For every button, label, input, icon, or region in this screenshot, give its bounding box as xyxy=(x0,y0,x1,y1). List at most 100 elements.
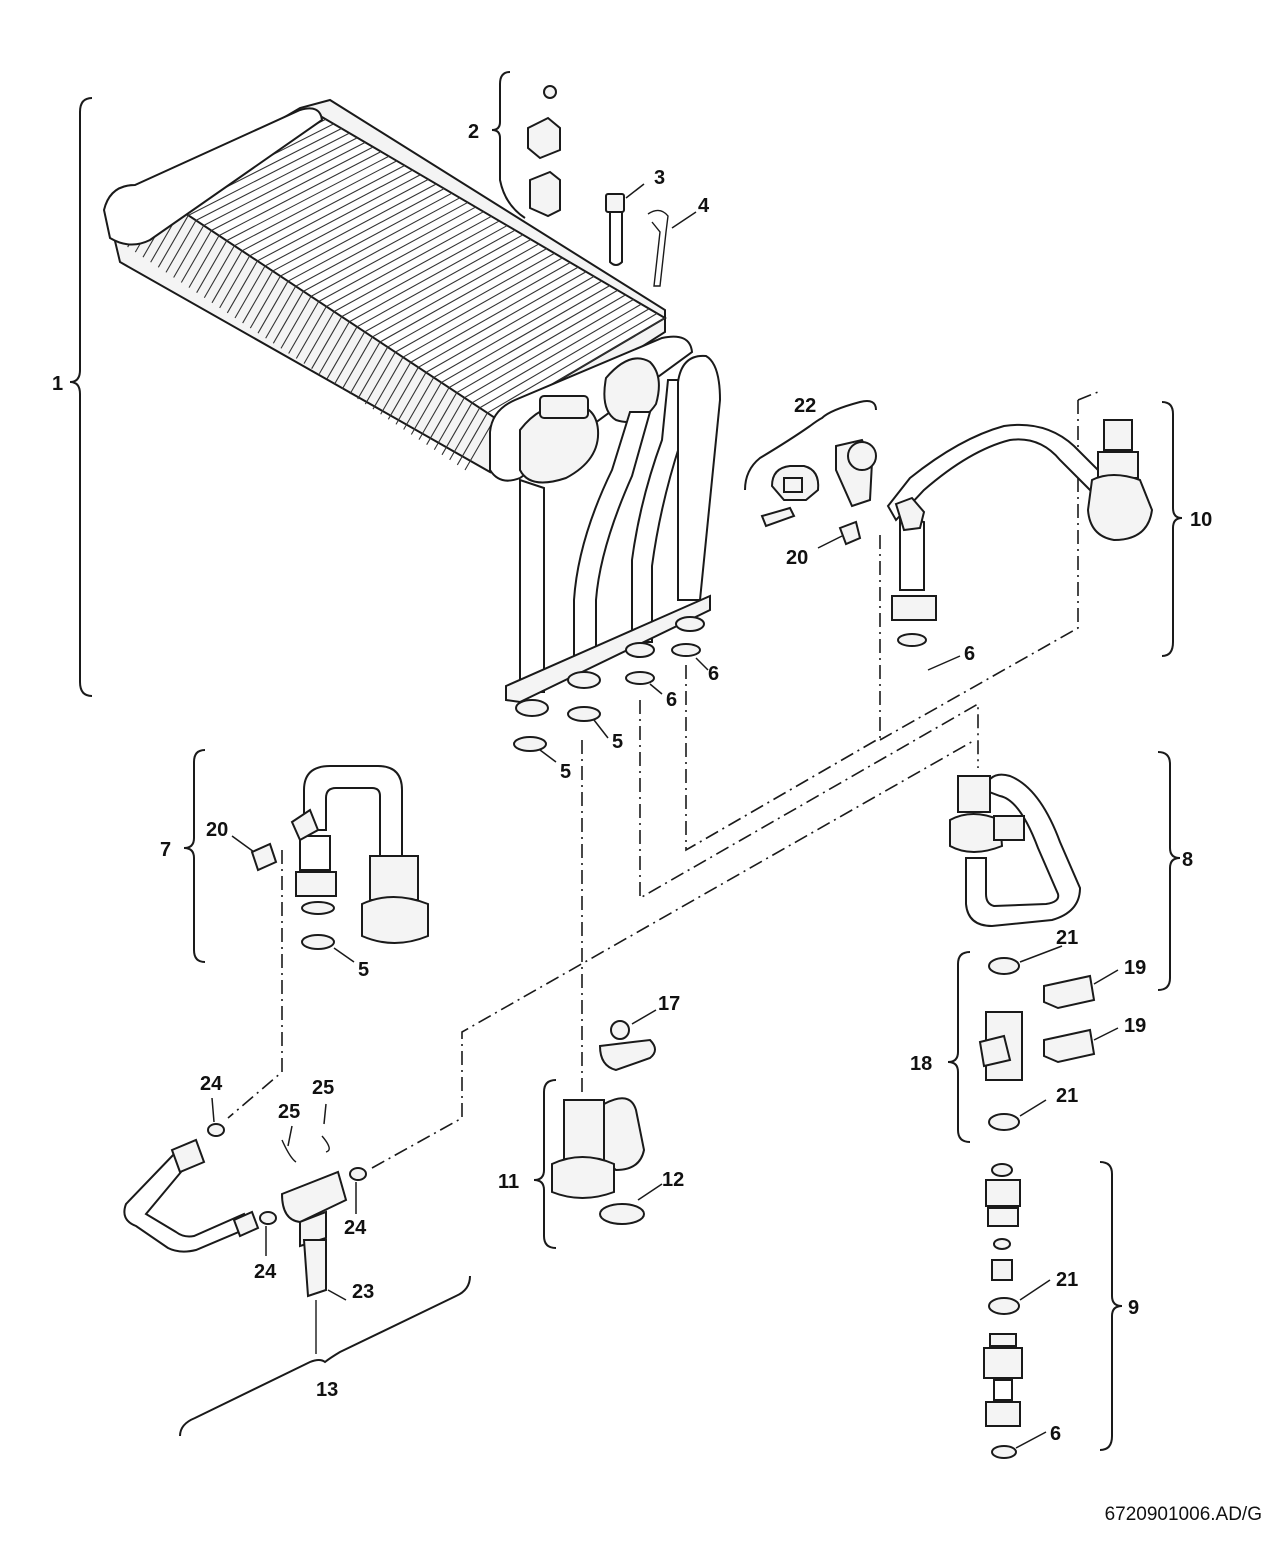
return-pipe-10 xyxy=(886,419,1154,647)
fin-line xyxy=(310,206,476,297)
flow-sensor xyxy=(605,193,625,266)
connector-stack-9 xyxy=(983,1163,1023,1459)
fin-edge xyxy=(403,377,435,430)
fin-edge xyxy=(357,346,389,400)
fin-line xyxy=(226,155,390,242)
vent-plug-20-upper xyxy=(838,520,862,546)
seals-top xyxy=(301,643,701,950)
fin-edge xyxy=(433,397,465,451)
fin-edge xyxy=(387,367,419,420)
fin-edge xyxy=(257,280,289,334)
fin-line xyxy=(410,266,579,363)
bracket-group-22 xyxy=(744,400,877,491)
callout-20-lower: 20 xyxy=(206,819,228,841)
fin-line xyxy=(295,197,461,287)
fin-line xyxy=(364,238,532,333)
fin-line xyxy=(272,183,437,272)
fin-edge xyxy=(249,275,281,329)
callout-5-b: 5 xyxy=(560,761,571,783)
callout-10: 10 xyxy=(1190,509,1212,531)
callout-21-a: 21 xyxy=(1056,927,1078,949)
fin-edge xyxy=(372,356,404,410)
fin-edge xyxy=(157,215,189,268)
fin-line xyxy=(418,271,587,368)
fin-edge xyxy=(311,316,343,369)
fin-line xyxy=(425,275,595,373)
bracket-group-2 xyxy=(491,71,526,219)
bracket-group-7 xyxy=(183,749,206,963)
fin-line xyxy=(280,188,445,277)
heat-exchanger-pipes xyxy=(505,354,722,717)
fin-edge xyxy=(188,235,220,288)
fin-line xyxy=(441,285,611,384)
spring-clip xyxy=(647,209,669,287)
valve-body-11 xyxy=(551,1020,656,1225)
fin-edge xyxy=(364,351,396,405)
fin-edge xyxy=(288,301,320,354)
fin-edge xyxy=(242,270,274,324)
callout-17: 17 xyxy=(658,993,680,1015)
callout-5-c: 5 xyxy=(358,959,369,981)
fin-edge xyxy=(265,285,297,339)
callout-2: 2 xyxy=(468,121,479,143)
callout-6-a: 6 xyxy=(708,663,719,685)
fin-line xyxy=(379,248,547,343)
fin-line xyxy=(234,160,398,247)
callout-5-a: 5 xyxy=(612,731,623,753)
fin-line xyxy=(433,280,603,378)
fin-line xyxy=(303,201,469,292)
fin-line xyxy=(341,225,508,318)
fin-edge xyxy=(203,245,235,299)
fin-line xyxy=(188,132,350,216)
drawing-number: 6720901006.AD/G xyxy=(1104,1504,1262,1525)
fin-edge xyxy=(380,361,412,415)
heat-exchanger xyxy=(102,98,694,484)
callout-11: 11 xyxy=(498,1171,519,1193)
callout-12: 12 xyxy=(662,1169,684,1191)
fin-line xyxy=(471,303,642,404)
flow-pipe-7 xyxy=(250,765,429,944)
sensor-assembly-22 xyxy=(760,438,877,528)
fin-line xyxy=(287,192,453,282)
fin-line xyxy=(487,312,658,414)
callout-18: 18 xyxy=(910,1053,932,1075)
callout-25-b: 25 xyxy=(312,1077,334,1099)
fin-line xyxy=(456,294,626,394)
callout-24-b: 24 xyxy=(344,1217,367,1239)
callout-13: 13 xyxy=(316,1379,338,1401)
fin-edge xyxy=(272,291,304,344)
fin-line xyxy=(326,215,492,308)
callout-6-bottom: 6 xyxy=(1050,1423,1061,1445)
callout-6-right: 6 xyxy=(964,643,975,665)
callout-21-c: 21 xyxy=(1056,1269,1078,1291)
fin-line xyxy=(195,137,358,221)
fin-edge xyxy=(410,382,442,435)
fin-edge xyxy=(441,402,473,456)
bracket-group-9 xyxy=(1099,1161,1123,1451)
connector-18 xyxy=(978,957,1096,1131)
fin-edge xyxy=(196,240,228,293)
fin-line xyxy=(211,146,374,232)
fin-edge xyxy=(395,372,427,425)
fin-line xyxy=(264,178,429,267)
fin-line xyxy=(448,289,618,389)
callout-21-b: 21 xyxy=(1056,1085,1078,1107)
callout-24-c: 24 xyxy=(254,1261,277,1283)
bracket-group-1 xyxy=(69,97,93,697)
fin-line xyxy=(318,211,484,302)
callout-7: 7 xyxy=(160,839,171,861)
fin-edge xyxy=(426,392,458,445)
fin-edge xyxy=(280,296,312,349)
fin-line xyxy=(249,169,413,257)
fin-edge xyxy=(349,341,381,395)
bracket-group-18 xyxy=(947,951,971,1143)
fin-line xyxy=(372,243,540,338)
callout-19-a: 19 xyxy=(1124,957,1146,979)
fin-edge xyxy=(334,331,366,385)
fin-edge xyxy=(219,255,251,309)
fin-line xyxy=(257,174,421,262)
callouts: 1 2 3 4 22 20 10 6 6 6 5 5 7 20 5 8 21 1… xyxy=(52,121,1212,1445)
callout-4: 4 xyxy=(698,195,710,217)
